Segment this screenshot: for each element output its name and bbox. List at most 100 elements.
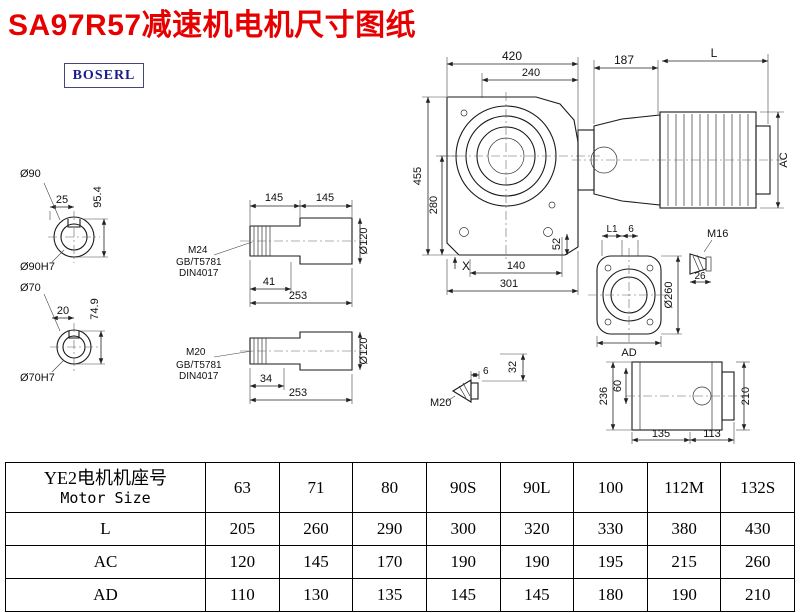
L-value: 330 xyxy=(573,512,648,546)
dim-6-a: 6 xyxy=(628,224,634,235)
dim-253-a: 253 xyxy=(289,290,307,302)
dim-74-9: 74.9 xyxy=(89,298,101,319)
L-value: 300 xyxy=(425,512,501,546)
dim-301: 301 xyxy=(500,278,518,290)
AD-value: 135 xyxy=(352,578,427,612)
dim-32: 32 xyxy=(507,361,519,373)
boserl-logo: BOSERL xyxy=(64,63,144,88)
dim-41: 41 xyxy=(263,276,275,288)
row-label-AC: AC xyxy=(5,545,206,579)
dim-187: 187 xyxy=(614,53,634,67)
dimension-drawing: 420 240 455 280 52 X 140 301 187 L AC Ø9… xyxy=(20,46,790,444)
size-header-132s: 132S xyxy=(720,462,795,513)
dim-455: 455 xyxy=(412,167,424,185)
dim-145-a: 145 xyxy=(265,192,283,204)
L-value: 430 xyxy=(720,512,795,546)
dim-20: 20 xyxy=(57,305,69,317)
L-value: 380 xyxy=(646,512,722,546)
dim-d90h7: Ø90H7 xyxy=(20,261,55,273)
size-header-90l: 90L xyxy=(499,462,575,513)
boserl-logo-text: BOSERL xyxy=(72,67,136,83)
label-m20-a: M20 xyxy=(186,347,206,358)
dim-95-4: 95.4 xyxy=(92,186,104,207)
motor-plan-view xyxy=(606,361,750,444)
dim-AD: AD xyxy=(621,347,636,359)
AC-value: 190 xyxy=(499,545,575,579)
L-value: 290 xyxy=(352,512,427,546)
dim-52: 52 xyxy=(551,238,563,250)
output-shaft-end-views xyxy=(43,182,108,373)
L-value: 320 xyxy=(499,512,575,546)
label-gb5781-b: GB/T5781 xyxy=(176,360,222,371)
AC-value: 190 xyxy=(425,545,501,579)
label-m24: M24 xyxy=(188,245,208,256)
shaft-profiles xyxy=(213,200,364,404)
dim-d120-b: Ø120 xyxy=(358,338,370,365)
main-dimension-lines xyxy=(422,54,784,295)
dim-34: 34 xyxy=(260,373,272,385)
row-label-L: L xyxy=(5,512,206,546)
AD-value: 145 xyxy=(425,578,501,612)
label-m20-b: M20 xyxy=(430,397,451,409)
dim-420: 420 xyxy=(502,49,522,63)
size-header-100: 100 xyxy=(573,462,648,513)
L-value: 205 xyxy=(205,512,280,546)
table-header-row: YE2电机机座号 Motor Size 63 71 80 90S 90L 100… xyxy=(5,462,795,513)
dim-240: 240 xyxy=(522,67,540,79)
dim-253-b: 253 xyxy=(289,387,307,399)
dim-d70h7: Ø70H7 xyxy=(20,372,55,384)
page-title: SA97R57减速机电机尺寸图纸 xyxy=(8,9,417,42)
L-value: 260 xyxy=(278,512,354,546)
AD-value: 190 xyxy=(646,578,722,612)
dim-25: 25 xyxy=(56,194,68,206)
AD-value: 210 xyxy=(720,578,795,612)
motor-side-view xyxy=(572,111,782,209)
size-header-112m: 112M xyxy=(646,462,722,513)
dimension-labels: 420 240 455 280 52 X 140 301 187 L AC Ø9… xyxy=(20,46,790,440)
label-m16: M16 xyxy=(707,228,728,240)
AD-value: 145 xyxy=(499,578,575,612)
table-row-L: L 205 260 290 300 320 330 380 430 xyxy=(5,512,795,546)
AC-value: 145 xyxy=(278,545,354,579)
size-header-90s: 90S xyxy=(425,462,501,513)
AC-value: 120 xyxy=(205,545,280,579)
motor-size-table: YE2电机机座号 Motor Size 63 71 80 90S 90L 100… xyxy=(5,462,795,612)
size-header-63: 63 xyxy=(205,462,280,513)
dim-d90: Ø90 xyxy=(20,168,41,180)
motor-size-label-en: Motor Size xyxy=(60,489,151,508)
table-row-AC: AC 120 145 170 190 190 195 215 260 xyxy=(5,545,795,579)
dim-L: L xyxy=(711,46,718,60)
dim-26: 26 xyxy=(694,271,706,282)
dim-d260: Ø260 xyxy=(663,282,675,309)
dim-135: 135 xyxy=(652,428,670,440)
AC-value: 215 xyxy=(646,545,722,579)
AD-value: 110 xyxy=(205,578,280,612)
output-flange-side-view xyxy=(588,233,713,347)
dim-236: 236 xyxy=(598,387,610,405)
AD-value: 180 xyxy=(573,578,648,612)
row-label-AD: AD xyxy=(5,578,206,612)
label-gb5781-a: GB/T5781 xyxy=(176,257,222,268)
motor-size-label-cn: YE2电机机座号 xyxy=(44,467,167,488)
label-din4017-b: DIN4017 xyxy=(179,371,219,382)
dim-AC: AC xyxy=(778,152,790,167)
dim-d120-a: Ø120 xyxy=(358,228,370,255)
dim-280: 280 xyxy=(428,196,440,214)
dim-210: 210 xyxy=(740,387,752,405)
AD-value: 130 xyxy=(278,578,354,612)
dim-113: 113 xyxy=(703,428,721,440)
motor-size-header-cell: YE2电机机座号 Motor Size xyxy=(5,462,206,513)
dim-6-b: 6 xyxy=(483,366,489,377)
dim-L1: L1 xyxy=(606,224,618,235)
dim-x-mark: X xyxy=(462,259,470,273)
stud-detail xyxy=(445,353,527,403)
dim-145-b: 145 xyxy=(316,192,334,204)
size-header-71: 71 xyxy=(278,462,354,513)
table-row-AD: AD 110 130 135 145 145 180 190 210 xyxy=(5,578,795,612)
dim-140: 140 xyxy=(507,260,525,272)
dim-60: 60 xyxy=(612,380,624,392)
AC-value: 195 xyxy=(573,545,648,579)
AC-value: 260 xyxy=(720,545,795,579)
gearbox-front-view xyxy=(440,92,600,262)
AC-value: 170 xyxy=(352,545,427,579)
